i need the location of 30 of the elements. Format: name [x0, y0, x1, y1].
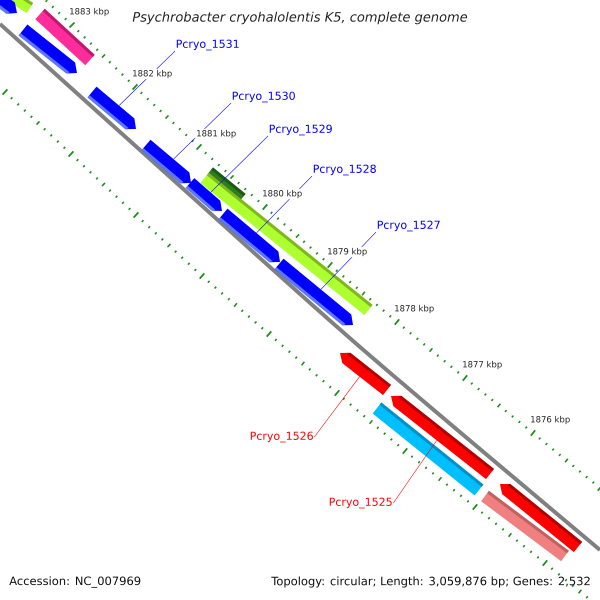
gene-feature: [481, 490, 569, 562]
position-label: 1876 kbp: [529, 414, 572, 426]
position-label: 1880 kbp: [261, 188, 304, 200]
position-label: 1877 kbp: [461, 360, 504, 370]
gene-label: Pcryo_1525: [330, 498, 392, 508]
gene-label: Pcryo_1529: [270, 124, 332, 136]
gene-feature: [18, 24, 77, 74]
position-label: 1879 kbp: [326, 246, 368, 258]
gene-label: Pcryo_1526: [250, 432, 313, 442]
footer-text: Topology: circular; Length: 3,059,876 bp; Genes: 2,532: [271, 576, 590, 588]
gene-label: Pcryo_1531: [176, 40, 239, 50]
gene-feature: [208, 167, 246, 200]
leader-line: [393, 440, 437, 504]
position-label: 1883 kbp: [68, 6, 110, 18]
gene-feature: [88, 86, 136, 130]
position-label: 1881 kbp: [195, 128, 238, 140]
gene-label: Pcryo_1528: [314, 164, 376, 176]
gene-feature: [10, 0, 34, 14]
leader-line: [314, 376, 360, 438]
gene-label: Pcryo_1530: [232, 92, 295, 102]
gene-feature: [0, 0, 17, 14]
gene-feature: [340, 352, 391, 396]
gene-feature: [142, 140, 191, 184]
title: Psychrobacter cryohalolentis K5, complete genome: [132, 12, 468, 24]
footer-text: Accession: NC_007969: [9, 576, 140, 588]
position-label: 1882 kbp: [131, 68, 174, 80]
position-label: 1878 kbp: [393, 304, 436, 314]
leader-line: [210, 136, 268, 193]
gene-label: Pcryo_1527: [378, 220, 440, 232]
gene-feature: [372, 402, 484, 496]
